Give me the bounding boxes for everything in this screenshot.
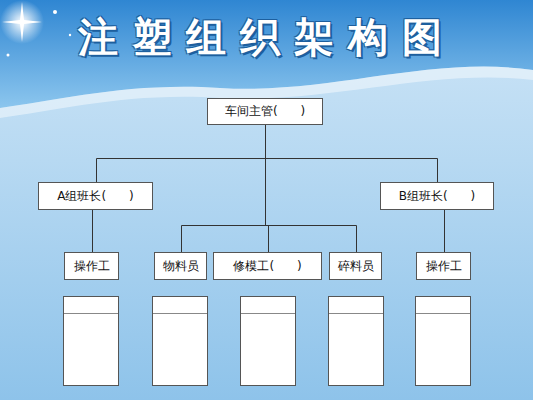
- org-connector: [266, 125, 438, 182]
- frame-divider: [153, 313, 207, 314]
- box-label: 物料员: [163, 259, 199, 273]
- box-label: 修模工( ): [233, 259, 301, 273]
- org-box: 碎料员: [329, 252, 382, 280]
- sparkle: [7, 54, 10, 57]
- photo-frame: [153, 297, 208, 386]
- org-connector: [182, 125, 266, 252]
- wave-highlight: [0, 67, 533, 118]
- photo-frames: [64, 297, 471, 386]
- sparkle: [53, 10, 57, 14]
- frame-divider: [64, 313, 118, 314]
- org-connector: [266, 125, 357, 252]
- frame-divider: [416, 313, 470, 314]
- box-label: 碎料员: [338, 259, 374, 273]
- sparkle: [69, 34, 71, 36]
- box-label: 操作工: [74, 259, 110, 273]
- box-label: A组班长( ): [57, 189, 133, 203]
- org-connector: [97, 125, 266, 182]
- frame-divider: [241, 313, 295, 314]
- org-connector: [92, 210, 93, 252]
- org-box: 修模工( ): [213, 252, 322, 280]
- photo-frame: [329, 297, 384, 386]
- photo-frame: [241, 297, 296, 386]
- org-box: 物料员: [154, 252, 207, 280]
- box-label: B组班长( ): [399, 189, 475, 203]
- sparkle: [0, 0, 44, 44]
- page-title: 注塑组织架构图: [0, 10, 533, 65]
- photo-frame: [416, 297, 471, 386]
- box-label: 车间主管( ): [225, 104, 305, 118]
- photo-frame: [64, 297, 119, 386]
- box-label: 操作工: [426, 259, 462, 273]
- frame-divider: [329, 313, 383, 314]
- org-box: 车间主管( ): [207, 98, 323, 125]
- org-box: B组班长( ): [380, 182, 494, 210]
- org-connector: [444, 210, 445, 252]
- sparkle: [2, 2, 42, 42]
- org-box: A组班长( ): [38, 182, 153, 210]
- org-box: 操作工: [416, 252, 471, 280]
- frame-dividers: [64, 313, 470, 314]
- org-box: 操作工: [64, 252, 119, 280]
